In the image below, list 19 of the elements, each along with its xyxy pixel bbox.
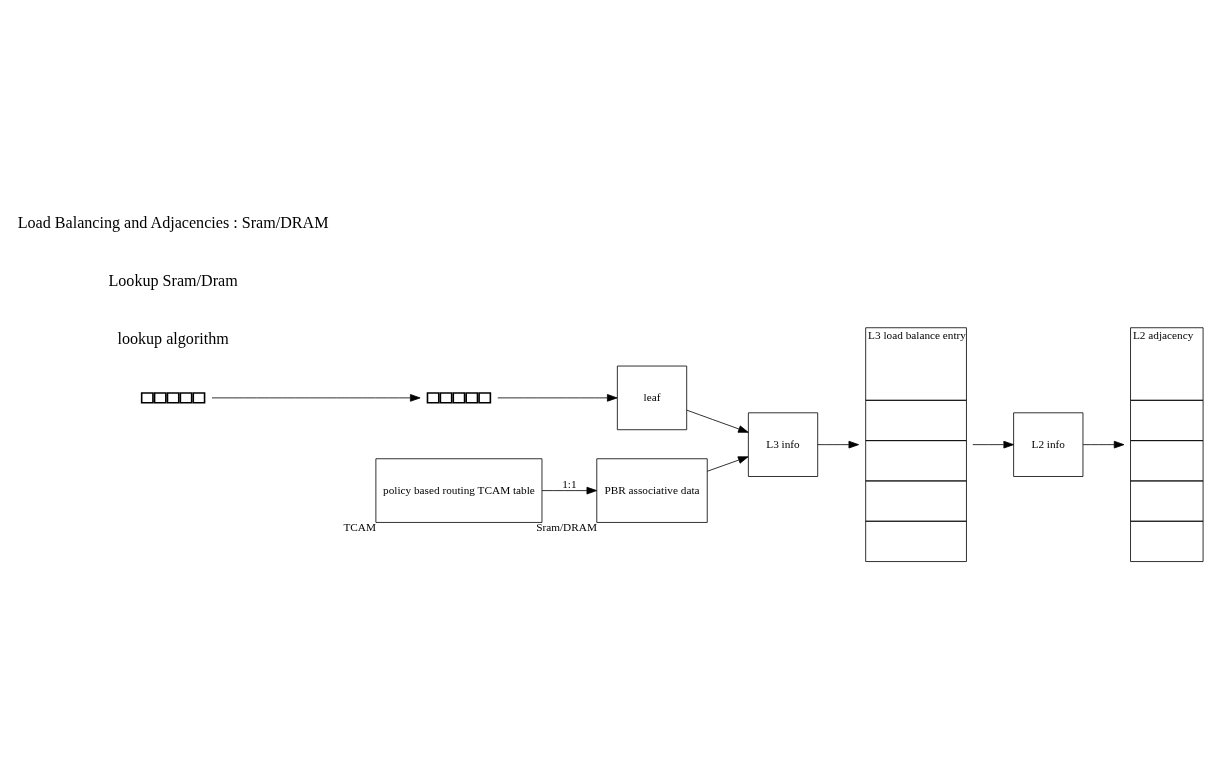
arrow	[497, 393, 618, 402]
label: lookup algorithm	[117, 329, 229, 347]
node-box: policy based routing TCAM table	[375, 457, 543, 523]
node-box: leaf	[616, 365, 688, 430]
node-box: L3 info	[747, 411, 819, 477]
arrow	[972, 440, 1014, 448]
edge-label: 1:1	[562, 477, 577, 490]
node-label: Sram/DRAM	[536, 520, 597, 533]
node-box: L2 info	[1013, 411, 1084, 477]
arrow	[541, 486, 598, 494]
arrow	[817, 440, 860, 448]
label: Lookup Sram/Dram	[108, 271, 238, 289]
arrow	[706, 455, 749, 472]
node-box: PBR associative data	[596, 457, 708, 523]
arrow	[211, 393, 421, 402]
node-label: TCAM	[343, 520, 377, 533]
arrow	[686, 409, 749, 433]
arrow	[1082, 440, 1125, 448]
label: Load Balancing and Adjacencies : Sram/DRAM	[17, 213, 329, 231]
